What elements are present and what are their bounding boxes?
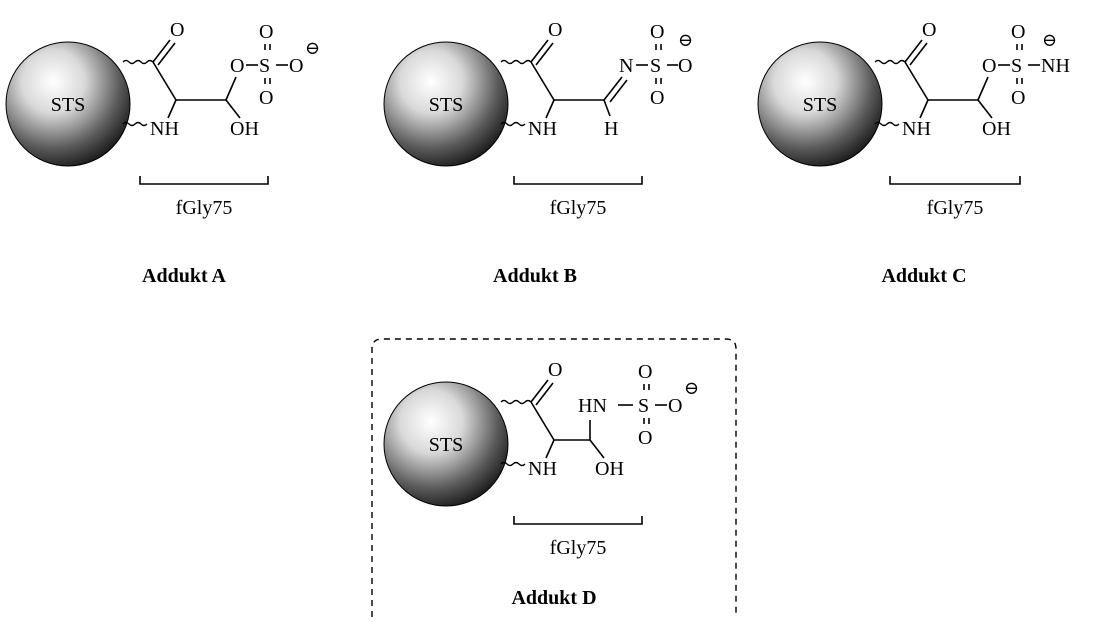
wavy-bond-bottom	[500, 121, 526, 127]
imine-bond-2	[609, 79, 628, 103]
minus-charge: ⊖	[684, 378, 699, 398]
atom-oh: OH	[982, 118, 1011, 140]
bond-ca	[152, 61, 177, 101]
sts-sphere	[383, 41, 509, 167]
minus-charge: ⊖	[305, 38, 320, 58]
atom-s: S	[259, 55, 270, 77]
sts-sphere	[383, 381, 509, 507]
carbonyl-bond-2	[535, 42, 554, 66]
bond-ca	[530, 401, 555, 441]
carbonyl-bond-2	[157, 42, 176, 66]
sts-sphere	[5, 41, 131, 167]
atom-o-anion: O	[289, 55, 303, 77]
sts-label: STS	[429, 94, 463, 116]
adduct-label: Addukt B	[493, 265, 577, 287]
imine-bond	[603, 76, 623, 101]
atom-hn: HN	[578, 395, 607, 417]
atom-n: N	[619, 55, 633, 77]
atom-o-carbonyl: O	[548, 19, 562, 41]
bond-c-oh	[225, 99, 241, 119]
atom-o-carbonyl: O	[170, 19, 184, 41]
wavy-bond-top	[874, 59, 906, 65]
bond-ca-n	[167, 99, 177, 119]
fgly-bracket	[513, 176, 643, 185]
wavy-bond-bottom	[122, 121, 148, 127]
dashed-frame	[371, 338, 737, 617]
atom-o-ester: O	[230, 55, 244, 77]
atom-o-top: O	[1011, 21, 1025, 43]
adduct-label: Addukt A	[142, 265, 226, 287]
atom-o-bottom: O	[259, 87, 273, 109]
bond-ca	[530, 61, 555, 101]
atom-o-bottom: O	[1011, 87, 1025, 109]
atom-nh: NH	[902, 118, 931, 140]
carbonyl-bond	[530, 379, 549, 403]
atom-nh-anion: NH	[1041, 55, 1070, 77]
highlight-frame	[371, 338, 737, 617]
fgly-label: fGly75	[550, 197, 607, 219]
atom-h: H	[604, 118, 618, 140]
wavy-bond-top	[122, 59, 154, 65]
atom-s: S	[650, 55, 661, 77]
bond-ca-n	[545, 99, 555, 119]
atom-o-top: O	[638, 361, 652, 383]
atom-nh: NH	[528, 458, 557, 480]
adduct-d: STS O NH OH HN S O O O ⊖ fGly75 Addukt D	[383, 359, 699, 609]
atom-oh: OH	[230, 118, 259, 140]
minus-charge: ⊖	[678, 30, 693, 50]
carbonyl-bond-2	[909, 42, 928, 66]
adduct-label: Addukt D	[511, 587, 596, 609]
fgly-label: fGly75	[176, 197, 233, 219]
bond-ca-n	[545, 439, 555, 459]
atom-o-top: O	[259, 21, 273, 43]
bond-ca-n	[919, 99, 929, 119]
carbonyl-bond-2	[535, 382, 554, 406]
fgly-label: fGly75	[927, 197, 984, 219]
adduct-c: STS O NH OH O S O O NH ⊖ fGly75 Addukt C	[757, 19, 1070, 287]
bond-c-oh	[977, 99, 993, 119]
fgly-bracket	[139, 176, 269, 185]
atom-o-bottom: O	[638, 427, 652, 449]
carbonyl-bond	[904, 39, 923, 63]
sts-label: STS	[51, 94, 85, 116]
bond-c-o	[225, 76, 237, 101]
atom-o-anion: O	[668, 395, 682, 417]
adduct-b: STS O NH H N S O O O ⊖ fGly75 Addukt B	[383, 19, 693, 287]
atom-o-top: O	[650, 21, 664, 43]
fgly-bracket	[889, 176, 1021, 185]
adduct-a: STS O NH OH O S O O O ⊖ fGly75 Addukt A	[5, 19, 320, 287]
bond-c-oh	[589, 439, 605, 459]
atom-o-ester: O	[982, 55, 996, 77]
wavy-bond-top	[500, 59, 532, 65]
bond-c-o	[977, 76, 989, 101]
atom-nh: NH	[528, 118, 557, 140]
atom-nh: NH	[150, 118, 179, 140]
fgly-label: fGly75	[550, 537, 607, 559]
atom-oh: OH	[595, 458, 624, 480]
minus-charge: ⊖	[1042, 30, 1057, 50]
carbonyl-bond	[152, 39, 171, 63]
sts-sphere	[757, 41, 883, 167]
fgly-bracket	[513, 516, 643, 525]
bond-c-h	[603, 99, 611, 117]
sts-label: STS	[429, 434, 463, 456]
carbonyl-bond	[530, 39, 549, 63]
bond-ca	[904, 61, 929, 101]
adduct-label: Addukt C	[881, 265, 966, 287]
wavy-bond-top	[500, 399, 532, 405]
atom-s: S	[638, 395, 649, 417]
atom-o-carbonyl: O	[548, 359, 562, 381]
atom-o-carbonyl: O	[922, 19, 936, 41]
atom-s: S	[1011, 55, 1022, 77]
atom-o-bottom: O	[650, 87, 664, 109]
wavy-bond-bottom	[874, 121, 900, 127]
atom-o-anion: O	[678, 55, 692, 77]
wavy-bond-bottom	[500, 461, 526, 467]
sts-label: STS	[803, 94, 837, 116]
